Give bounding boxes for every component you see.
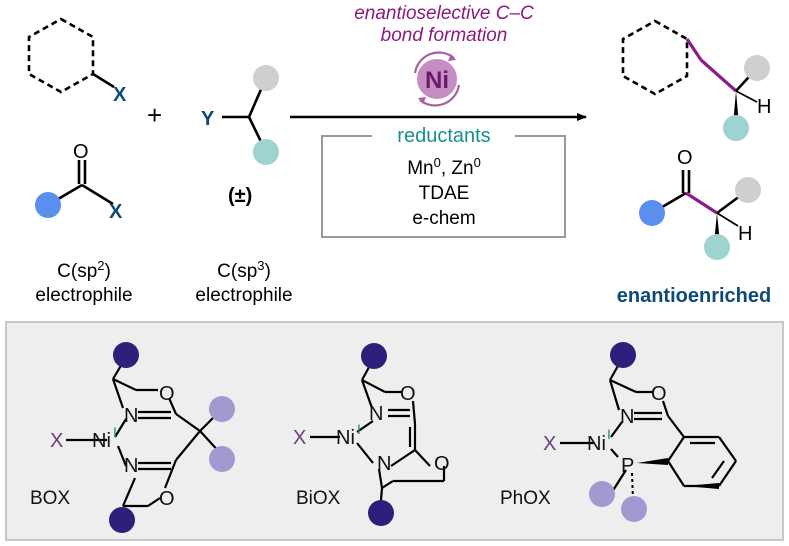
svg-text:X: X <box>543 433 556 455</box>
ligand-biox: X Ni I N O N O BiOX <box>293 343 450 526</box>
ketone-product-teal-dot <box>704 234 730 260</box>
ketone-product-h-label: H <box>738 223 752 245</box>
svg-text:N: N <box>369 403 383 425</box>
ketone-product-h-bond <box>716 212 739 227</box>
arrow-text-line1: enantioselective C–C <box>354 3 534 24</box>
svg-text:N: N <box>377 453 391 475</box>
ligand-box: X Ni I N O N O BOX <box>30 342 235 533</box>
svg-text:O: O <box>434 453 450 475</box>
sp3-electrophile-label: C(sp3) <box>217 258 271 283</box>
ligand-name-box: BOX <box>30 488 70 509</box>
svg-text:Ni: Ni <box>92 430 111 452</box>
svg-text:I: I <box>113 424 117 440</box>
acyl-x-label: X <box>109 201 123 223</box>
ligand-name-biox: BiOX <box>296 488 341 509</box>
svg-text:N: N <box>124 405 138 427</box>
svg-text:Ni: Ni <box>336 427 355 449</box>
svg-text:X: X <box>50 430 63 452</box>
alkyl-teal-dot <box>253 139 279 165</box>
reductants-metals: Mn0, Zn0 <box>407 155 481 180</box>
svg-text:N: N <box>620 406 634 428</box>
aryl-product-h-label: H <box>757 96 771 118</box>
ketone-product-new-bond <box>685 191 718 215</box>
aryl-product-gray-dot <box>744 55 770 81</box>
alkyl-y-label: Y <box>201 108 215 130</box>
arrow-text-line2: bond formation <box>381 25 508 46</box>
acyl-o-label: O <box>73 141 89 163</box>
svg-text:N: N <box>124 455 138 477</box>
ketone-product <box>651 170 745 215</box>
aryl-product-teal-dot <box>723 115 749 141</box>
enantioenriched-label: enantioenriched <box>617 285 771 307</box>
svg-text:I: I <box>357 421 361 437</box>
reductants-echem: e-chem <box>412 208 475 229</box>
sp2-electrophile-label: C(sp2) <box>57 258 111 283</box>
ni-label: Ni <box>425 67 449 94</box>
ketone-product-o-label: O <box>677 147 693 169</box>
ligand-phox: X Ni I N O P PhOX <box>500 342 737 522</box>
acyl-blue-dot <box>35 192 61 218</box>
reductants-title: reductants <box>397 125 490 147</box>
plus-sign: + <box>147 100 162 130</box>
aryl-x-label: X <box>113 84 127 106</box>
sp3-electrophile-line2: electrophile <box>195 285 292 306</box>
reductants-tdae: TDAE <box>419 183 470 204</box>
svg-text:I: I <box>607 426 611 442</box>
svg-text:Ni: Ni <box>587 433 606 455</box>
ni-catalyst: Ni <box>413 51 461 107</box>
racemic-label: (±) <box>228 185 252 207</box>
aryl-product <box>621 19 758 103</box>
svg-text:P: P <box>621 455 634 477</box>
sp2-electrophile-line2: electrophile <box>35 285 132 306</box>
ni-catalyst-circle <box>415 57 459 101</box>
svg-text:O: O <box>400 383 416 405</box>
svg-text:O: O <box>159 383 175 405</box>
svg-text:O: O <box>651 383 667 405</box>
alkyl-gray-dot <box>253 65 279 91</box>
aryl-product-new-bonds <box>685 38 738 93</box>
cycle-arrows-icon <box>413 51 461 107</box>
reductants-box: reductants Mn0, Zn0 TDAE e-chem <box>321 122 566 238</box>
svg-text:X: X <box>293 427 306 449</box>
svg-text:O: O <box>159 488 175 510</box>
aryl-halide <box>27 17 115 94</box>
ketone-product-blue-dot <box>639 200 665 226</box>
ligand-name-phox: PhOX <box>500 488 551 509</box>
ketone-product-gray-dot <box>735 177 761 203</box>
